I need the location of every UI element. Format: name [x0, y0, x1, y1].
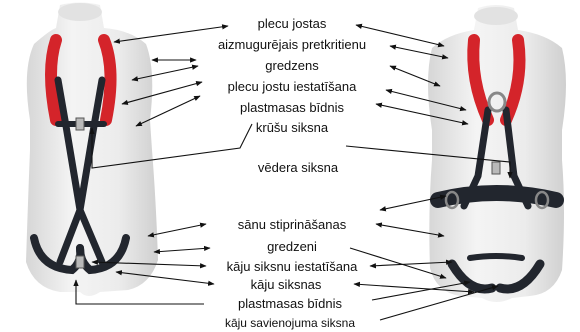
- label-side-attach: sānu stiprināšanas: [238, 217, 346, 232]
- rear-waist-buckle: [492, 162, 500, 174]
- mannequin-front-neck: [58, 3, 102, 21]
- arrow-rings-left: [154, 248, 210, 252]
- front-chest-buckle: [76, 118, 84, 130]
- label-ring-d: gredzens: [265, 58, 318, 73]
- arrow-leg-connect-right: [380, 286, 498, 320]
- label-leg-straps: kāju siksnas: [251, 277, 322, 292]
- label-rings: gredzeni: [267, 239, 317, 254]
- label-waist-belt: vēdera siksna: [258, 160, 338, 175]
- front-leg-buckle: [76, 256, 84, 268]
- label-plastic-buckle-bottom: plastmasas bīdnis: [238, 296, 342, 311]
- arrow-shoulder-right: [356, 25, 444, 46]
- rear-leg-connector: [470, 256, 522, 258]
- label-chest-strap: krūšu siksna: [256, 120, 328, 135]
- arrow-shoulder-left: [114, 26, 228, 42]
- label-shoulder-straps: plecu jostas: [258, 16, 327, 31]
- label-leg-connect: kāju savienojuma siksna: [225, 316, 355, 331]
- label-shoulder-adjust: plecu jostu iestatīšana: [228, 79, 357, 94]
- mannequin-rear-neck: [474, 7, 518, 25]
- label-rear-fall-arrest: aizmugurējais pretkritienu: [218, 37, 366, 52]
- label-leg-adjust: kāju siksnu iestatīšana: [227, 259, 358, 274]
- label-plastic-buckle-top: plastmasas bīdnis: [240, 100, 344, 115]
